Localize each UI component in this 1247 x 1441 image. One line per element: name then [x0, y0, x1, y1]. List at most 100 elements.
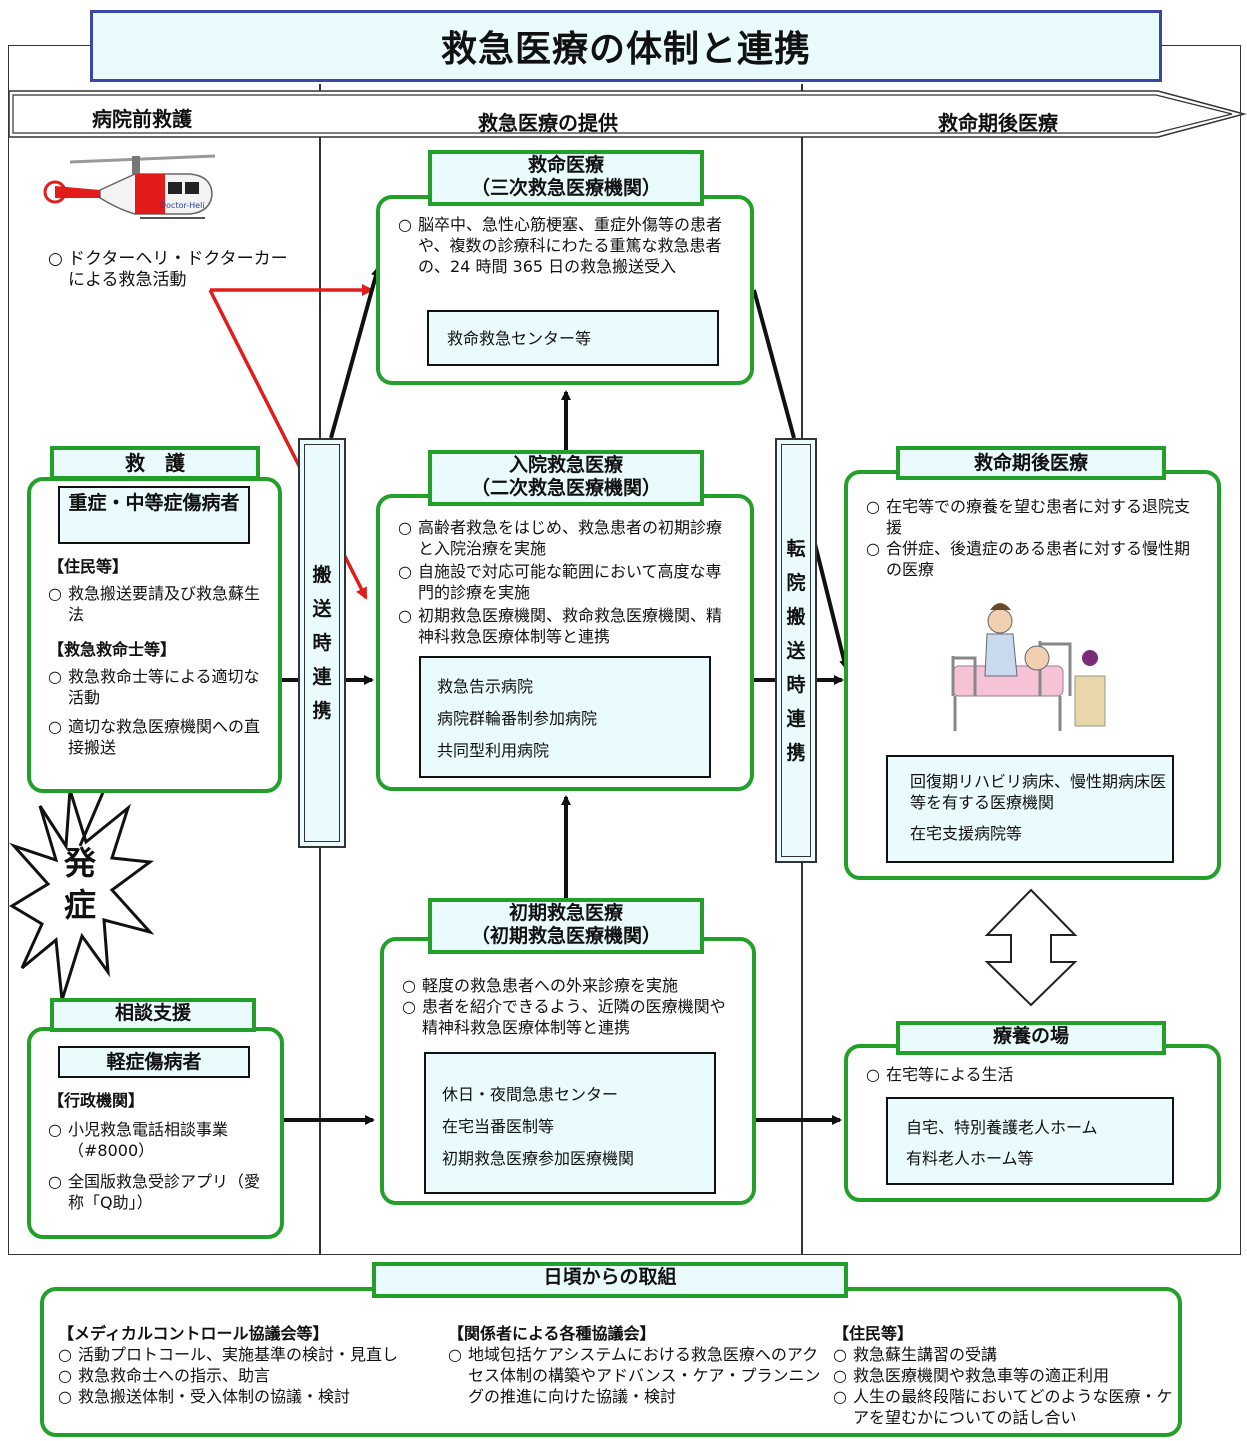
- bullet-symbol: ○: [833, 1366, 847, 1385]
- secondary-title: 入院救急医療 （二次救急医療機関）: [428, 450, 704, 506]
- daily-item: 救急蘇生講習の受講: [853, 1345, 998, 1364]
- primary-facility: 在宅当番医制等: [442, 1117, 555, 1136]
- secondary-title-main: 入院救急医療: [508, 454, 623, 476]
- tertiary-item: 脳卒中、急性心筋梗塞、重症外傷等の患者や、複数の診療科にわたる重篤な救急患者の、…: [418, 215, 723, 276]
- bar-char: 搬: [312, 564, 332, 586]
- bullet-symbol: ○: [866, 497, 880, 516]
- bullet-symbol: ○: [398, 606, 412, 625]
- daily-col-1: 【メディカルコントロール協議会等】 ○活動プロトコール、実施基準の検討・見直し …: [58, 1323, 448, 1407]
- primary-facility: 休日・夜間急患センター: [442, 1085, 619, 1104]
- soudan-title: 相談支援: [50, 998, 256, 1032]
- arrow-rbar-diag-to-postcare: [812, 539, 849, 670]
- kyugo-item: 適切な救急医療機関への直接搬送: [68, 717, 261, 757]
- postcare-title: 救命期後医療: [896, 446, 1166, 480]
- secondary-item: 高齢者救急をはじめ、救急患者の初期診療と入院治療を実施: [418, 518, 723, 558]
- bar-char: 送: [312, 598, 332, 620]
- daily-item: 人生の最終段階においてどのような医療・ケアを望むかについての話し合い: [853, 1387, 1173, 1427]
- soudan-item: 小児救急電話相談事業（#8000）: [68, 1120, 229, 1160]
- ryouyou-facility-box: 自宅、特別養護老人ホーム 有料老人ホーム等: [886, 1097, 1174, 1185]
- postcare-content: ○在宅等での療養を望む患者に対する退院支援 ○合併症、後遺症のある患者に対する慢…: [866, 496, 1201, 580]
- bar-char: 搬: [786, 605, 806, 628]
- primary-facility-box: 休日・夜間急患センター 在宅当番医制等 初期救急医療参加医療機関: [424, 1052, 716, 1194]
- secondary-item: 初期救急医療機関、救命救急医療機関、精神科救急医療体制等と連携: [418, 606, 723, 646]
- primary-title: 初期救急医療 （初期救急医療機関）: [428, 898, 704, 954]
- bullet-symbol: ○: [48, 717, 62, 736]
- ryouyou-facility: 有料老人ホーム等: [906, 1149, 1034, 1168]
- ryouyou-content: ○在宅等による生活: [866, 1064, 1186, 1085]
- daily-item: 救急搬送体制・受入体制の協議・検討: [78, 1387, 351, 1406]
- page-title: 救急医療の体制と連携: [90, 10, 1162, 82]
- bar-char: 時: [312, 632, 332, 654]
- secondary-facility: 共同型利用病院: [437, 741, 550, 760]
- bar-char: 携: [312, 700, 332, 722]
- drheli-note: ○ドクターヘリ・ドクターカーによる救急活動: [48, 249, 288, 291]
- bullet-symbol: ○: [402, 997, 416, 1016]
- daily-box: [40, 1287, 1182, 1437]
- tertiary-content: ○ 脳卒中、急性心筋梗塞、重症外傷等の患者や、複数の診療科にわたる重篤な救急患者の…: [398, 214, 728, 277]
- bar-char: 連: [312, 666, 332, 688]
- daily-col-header: 【メディカルコントロール協議会等】: [58, 1324, 329, 1343]
- daily-col-2: 【関係者による各種協議会】 ○地域包括ケアシステムにおける救急医療へのアクセス体…: [448, 1323, 823, 1407]
- daily-col-header: 【住民等】: [833, 1324, 914, 1343]
- bullet-symbol: ○: [48, 584, 62, 603]
- bullet-symbol: ○: [398, 518, 412, 537]
- bullet-symbol: ○: [833, 1387, 847, 1406]
- bullet-symbol: ○: [402, 976, 416, 995]
- primary-facility: 初期救急医療参加医療機関: [442, 1149, 635, 1168]
- secondary-facility: 病院群輪番制参加病院: [437, 709, 598, 728]
- phase-label-postcare: 救命期後医療: [938, 111, 1058, 135]
- primary-item: 軽度の救急患者への外来診療を実施: [422, 976, 679, 995]
- daily-item: 活動プロトコール、実施基準の検討・見直し: [78, 1345, 399, 1364]
- helicopter-icon: Doctor-Heli: [43, 154, 216, 219]
- ryouyou-item: 在宅等による生活: [886, 1065, 1014, 1084]
- bullet-symbol: ○: [398, 215, 412, 234]
- kyugo-item: 救急救命士等による適切な活動: [68, 667, 260, 707]
- tertiary-title: 救命医療 （三次救急医療機関）: [428, 150, 704, 206]
- arrow-tertiary-to-rbar: [752, 289, 796, 439]
- bullet-symbol: ○: [866, 539, 880, 558]
- onset-label: 発症: [63, 844, 96, 924]
- onset-pointer: [78, 789, 106, 847]
- nurse-bed-icon: [951, 603, 1106, 731]
- transport-coordination-bar: 搬 送 時 連 携: [298, 438, 346, 848]
- primary-item: 患者を紹介できるよう、近隣の医療機関や精神科救急医療体制等と連携: [422, 997, 726, 1037]
- bullet-symbol: ○: [398, 562, 412, 581]
- tertiary-title-sub: （三次救急医療機関）: [470, 177, 661, 199]
- bullet-symbol: ○: [48, 667, 62, 686]
- phase-label-provision: 救急医療の提供: [478, 111, 618, 135]
- bullet-symbol: ○: [48, 1172, 62, 1191]
- daily-item: 救急救命士への指示、助言: [78, 1366, 271, 1385]
- bullet-symbol: ○: [58, 1366, 72, 1385]
- ryouyou-facility: 自宅、特別養護老人ホーム: [906, 1118, 1098, 1137]
- bullet-symbol: ○: [48, 1120, 62, 1139]
- kyugo-item: 救急搬送要請及び救急蘇生法: [68, 584, 261, 624]
- phase-arrow-band: [8, 90, 1247, 138]
- postcare-facility: 在宅支援病院等: [910, 824, 1023, 843]
- bullet-symbol: ○: [448, 1345, 462, 1364]
- bar-char: 時: [786, 673, 806, 696]
- bar-char: 転: [786, 537, 806, 560]
- kyugo-group-header: 【救急救命士等】: [48, 640, 177, 659]
- bullet-symbol: ○: [58, 1387, 72, 1406]
- tertiary-facility: 救命救急センター等: [447, 329, 592, 348]
- postcare-item: 合併症、後遺症のある患者に対する慢性期の医療: [886, 539, 1191, 579]
- kyugo-title: 救 護: [50, 446, 260, 480]
- daily-title: 日頃からの取組: [372, 1262, 848, 1298]
- secondary-item: 自施設で対応可能な範囲において高度な専門的診療を実施: [418, 562, 722, 602]
- transfer-bar-text: 転 院 搬 送 時 連 携: [781, 444, 811, 857]
- secondary-content: ○ 高齢者救急をはじめ、救急患者の初期診療と入院治療を実施 ○ 自施設で対応可能な範…: [398, 517, 728, 647]
- soudan-patient: 軽症傷病者: [58, 1046, 250, 1078]
- soudan-group-header: 【行政機関】: [48, 1091, 145, 1110]
- kyugo-group-header: 【住民等】: [48, 557, 129, 576]
- secondary-facility-box: 救急告示病院 病院群輪番制参加病院 共同型利用病院: [419, 656, 711, 778]
- bullet-symbol: ○: [58, 1345, 72, 1364]
- postcare-facility-box: 回復期リハビリ病床、慢性期病床医等を有する医療機関 在宅支援病院等: [886, 755, 1174, 863]
- arrow-bar-to-tertiary: [329, 266, 381, 439]
- soudan-item: 全国版救急受診アプリ（愛称「Q助」）: [68, 1172, 261, 1212]
- bar-char: 送: [786, 639, 806, 662]
- kyugo-patient: 重症・中等症傷病者: [58, 486, 250, 544]
- tertiary-facility-box: 救命救急センター等: [427, 310, 719, 366]
- primary-title-main: 初期救急医療: [508, 902, 623, 924]
- bar-char: 連: [786, 707, 806, 730]
